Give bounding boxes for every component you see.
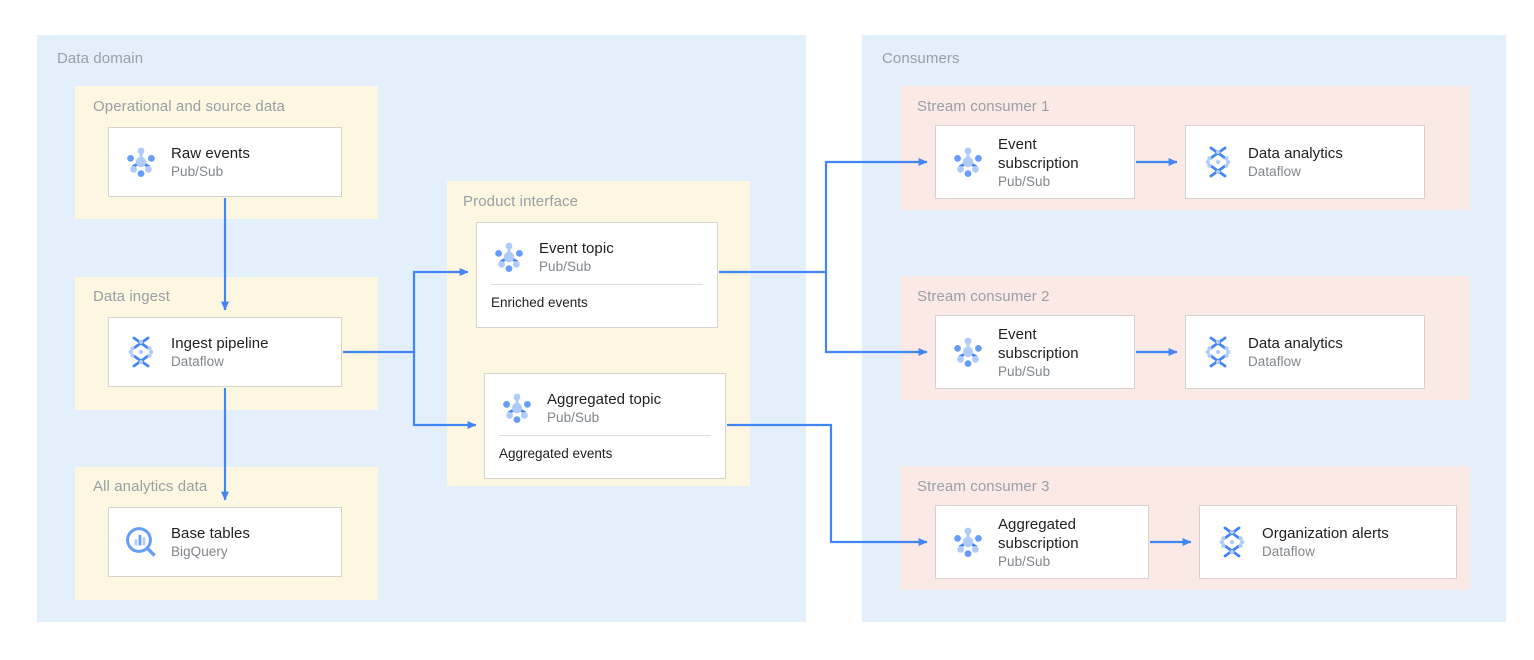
node-event-subscription-2-main: Event subscription Pub/Sub	[936, 325, 1134, 380]
group-stream-consumer-1-label: Stream consumer 1	[917, 98, 1050, 115]
node-raw-events[interactable]: Raw events Pub/Sub	[108, 127, 342, 197]
group-stream-consumer-3-label: Stream consumer 3	[917, 478, 1050, 495]
node-event-topic-extra: Enriched events	[491, 295, 588, 310]
node-event-subscription-2-subtitle: Pub/Sub	[998, 363, 1051, 379]
node-data-analytics-2-title: Data analytics	[1248, 335, 1343, 352]
node-aggregated-topic-divider	[499, 435, 711, 436]
node-organization-alerts-3-title: Organization alerts	[1262, 525, 1389, 542]
pubsub-icon	[499, 390, 535, 426]
node-ingest-pipeline-title: Ingest pipeline	[171, 335, 269, 352]
node-aggregated-topic-main: Aggregated topic Pub/Sub	[485, 390, 725, 426]
node-event-topic-title: Event topic	[539, 240, 614, 257]
node-ingest-pipeline-main: Ingest pipeline Dataflow	[109, 334, 341, 370]
node-base-tables-main: Base tables BigQuery	[109, 524, 341, 560]
node-aggregated-topic-title: Aggregated topic	[547, 391, 662, 408]
node-aggregated-subscription-3[interactable]: Aggregated subscription Pub/Sub	[935, 505, 1149, 579]
dataflow-icon	[1200, 334, 1236, 370]
group-stream-consumer-2-label: Stream consumer 2	[917, 288, 1050, 305]
node-aggregated-subscription-3-title: Aggregated subscription	[998, 515, 1079, 552]
pubsub-icon	[123, 144, 159, 180]
node-data-analytics-2-main: Data analytics Dataflow	[1186, 334, 1424, 370]
bigquery-icon	[123, 524, 159, 560]
node-data-analytics-2[interactable]: Data analytics Dataflow	[1185, 315, 1425, 389]
pubsub-icon	[950, 524, 986, 560]
node-aggregated-subscription-3-main: Aggregated subscription Pub/Sub	[936, 515, 1148, 570]
node-data-analytics-1[interactable]: Data analytics Dataflow	[1185, 125, 1425, 199]
node-event-topic-text: Event topic Pub/Sub	[539, 239, 614, 275]
group-all-analytics-data-label: All analytics data	[93, 478, 208, 495]
dataflow-icon	[123, 334, 159, 370]
node-organization-alerts-3-subtitle: Dataflow	[1262, 544, 1315, 559]
node-event-subscription-1-subtitle: Pub/Sub	[998, 173, 1051, 189]
node-event-topic-divider	[491, 284, 703, 285]
node-raw-events-title: Raw events	[171, 145, 250, 162]
node-event-subscription-1-title: Event subscription	[998, 135, 1079, 172]
node-aggregated-topic-subtitle: Pub/Sub	[547, 410, 600, 425]
node-data-analytics-2-text: Data analytics Dataflow	[1248, 334, 1343, 370]
pubsub-icon	[950, 334, 986, 370]
node-aggregated-topic-extra: Aggregated events	[499, 446, 613, 461]
group-operational-source-data-label: Operational and source data	[93, 98, 285, 115]
group-product-interface-label: Product interface	[463, 193, 579, 210]
node-base-tables-subtitle: BigQuery	[171, 544, 228, 559]
node-event-topic-subtitle: Pub/Sub	[539, 259, 592, 274]
node-aggregated-subscription-3-text: Aggregated subscription Pub/Sub	[998, 515, 1106, 570]
node-data-analytics-1-main: Data analytics Dataflow	[1186, 144, 1424, 180]
node-aggregated-subscription-3-subtitle: Pub/Sub	[998, 553, 1051, 569]
node-event-topic[interactable]: Event topic Pub/Sub Enriched events	[476, 222, 718, 328]
group-consumers-label: Consumers	[882, 50, 960, 67]
dataflow-icon	[1200, 144, 1236, 180]
node-base-tables[interactable]: Base tables BigQuery	[108, 507, 342, 577]
node-event-subscription-1-main: Event subscription Pub/Sub	[936, 135, 1134, 190]
node-data-analytics-2-subtitle: Dataflow	[1248, 354, 1301, 369]
pubsub-icon	[491, 239, 527, 275]
node-event-topic-main: Event topic Pub/Sub	[477, 239, 717, 275]
pubsub-icon	[950, 144, 986, 180]
node-ingest-pipeline-text: Ingest pipeline Dataflow	[171, 334, 269, 370]
node-raw-events-main: Raw events Pub/Sub	[109, 144, 341, 180]
node-event-subscription-2-text: Event subscription Pub/Sub	[998, 325, 1106, 380]
node-event-subscription-1-text: Event subscription Pub/Sub	[998, 135, 1106, 190]
group-data-ingest-label: Data ingest	[93, 288, 170, 305]
node-aggregated-topic[interactable]: Aggregated topic Pub/Sub Aggregated even…	[484, 373, 726, 479]
node-aggregated-topic-text: Aggregated topic Pub/Sub	[547, 390, 661, 426]
node-event-subscription-1[interactable]: Event subscription Pub/Sub	[935, 125, 1135, 199]
node-data-analytics-1-subtitle: Dataflow	[1248, 164, 1301, 179]
node-event-subscription-2-title: Event subscription	[998, 325, 1079, 362]
node-ingest-pipeline-subtitle: Dataflow	[171, 354, 224, 369]
node-event-subscription-2[interactable]: Event subscription Pub/Sub	[935, 315, 1135, 389]
node-organization-alerts-3-text: Organization alerts Dataflow	[1262, 524, 1389, 560]
group-data-domain-label: Data domain	[57, 50, 144, 67]
node-data-analytics-1-text: Data analytics Dataflow	[1248, 144, 1343, 180]
node-raw-events-subtitle: Pub/Sub	[171, 164, 224, 179]
node-organization-alerts-3-main: Organization alerts Dataflow	[1200, 524, 1456, 560]
dataflow-icon	[1214, 524, 1250, 560]
node-ingest-pipeline[interactable]: Ingest pipeline Dataflow	[108, 317, 342, 387]
node-data-analytics-1-title: Data analytics	[1248, 145, 1343, 162]
node-base-tables-title: Base tables	[171, 525, 250, 542]
node-raw-events-text: Raw events Pub/Sub	[171, 144, 250, 180]
node-base-tables-text: Base tables BigQuery	[171, 524, 250, 560]
node-organization-alerts-3[interactable]: Organization alerts Dataflow	[1199, 505, 1457, 579]
